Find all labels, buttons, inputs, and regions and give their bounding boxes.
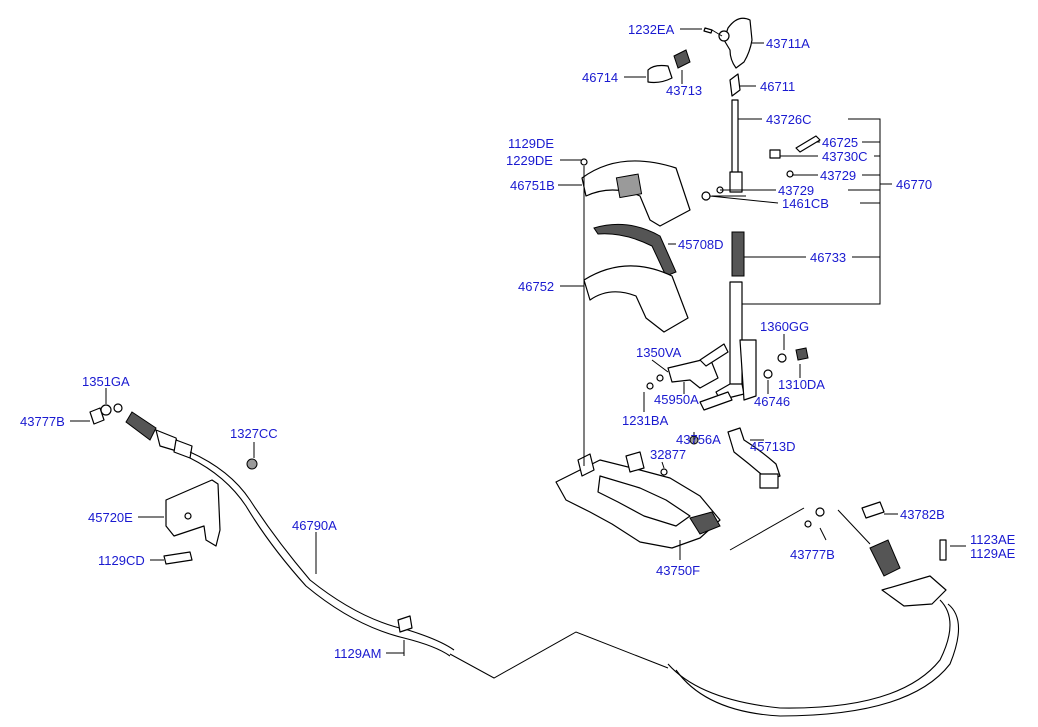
label-45708D: 45708D <box>678 237 724 252</box>
label-43782B: 43782B <box>900 507 945 522</box>
bracket-45720E <box>163 479 221 565</box>
indicator-cover-46751B <box>580 158 691 227</box>
label-1360GG: 1360GG <box>760 319 809 334</box>
shift-lever-base-43750F <box>555 451 721 549</box>
shift-lever-rod <box>701 99 821 401</box>
label-1351GA: 1351GA <box>82 374 130 389</box>
label-1129CD: 1129CD <box>98 553 145 568</box>
label-1461CB: 1461CB <box>782 196 829 211</box>
label-1129AE: 1129AE <box>970 546 1016 561</box>
slide-plate-45708D <box>593 223 677 277</box>
spring-43713 <box>673 49 691 69</box>
left-cable-end <box>89 403 258 470</box>
label-46790A: 46790A <box>292 518 337 533</box>
label-43730C: 43730C <box>822 149 868 164</box>
label-1123AE: 1123AE <box>970 532 1016 547</box>
label-1129AM: 1129AM <box>334 646 381 661</box>
part-labels: 1232EA 43711A 46714 43713 46711 43726C 4… <box>20 22 1016 661</box>
label-1231BA: 1231BA <box>622 413 669 428</box>
label-46711: 46711 <box>760 79 795 94</box>
control-cable-clip-45713D <box>727 427 781 489</box>
label-1350VA: 1350VA <box>636 345 682 360</box>
label-45713D: 45713D <box>750 439 796 454</box>
label-43777B-left: 43777B <box>20 414 65 429</box>
shift-knob-group <box>647 17 753 97</box>
label-43729-upper: 43729 <box>820 168 856 183</box>
label-46752: 46752 <box>518 279 554 294</box>
label-45950A: 45950A <box>654 392 699 407</box>
label-46714: 46714 <box>582 70 618 85</box>
label-1327CC: 1327CC <box>230 426 278 441</box>
label-43777B-right: 43777B <box>790 547 835 562</box>
label-1129DE: 1129DE <box>508 136 554 151</box>
label-43750F: 43750F <box>656 563 700 578</box>
label-43729-lower: 43729 <box>778 183 814 198</box>
label-43713: 43713 <box>666 83 702 98</box>
label-46725: 46725 <box>822 135 858 150</box>
leader-lines <box>70 28 966 656</box>
label-32877: 32877 <box>650 447 686 462</box>
label-46751B: 46751B <box>510 178 555 193</box>
indicator-base-46752 <box>583 265 689 333</box>
label-43726C: 43726C <box>766 112 812 127</box>
detent-bracket-45950A <box>646 343 809 445</box>
label-46770: 46770 <box>896 177 932 192</box>
label-45720E: 45720E <box>88 510 133 525</box>
label-43711A: 43711A <box>766 36 810 51</box>
label-46733: 46733 <box>810 250 846 265</box>
label-43756A: 43756A <box>676 432 721 447</box>
label-1232EA: 1232EA <box>628 22 675 37</box>
label-1310DA: 1310DA <box>778 377 825 392</box>
label-1229DE: 1229DE <box>506 153 553 168</box>
shift-cable-46790A <box>189 451 960 717</box>
label-46746: 46746 <box>754 394 790 409</box>
